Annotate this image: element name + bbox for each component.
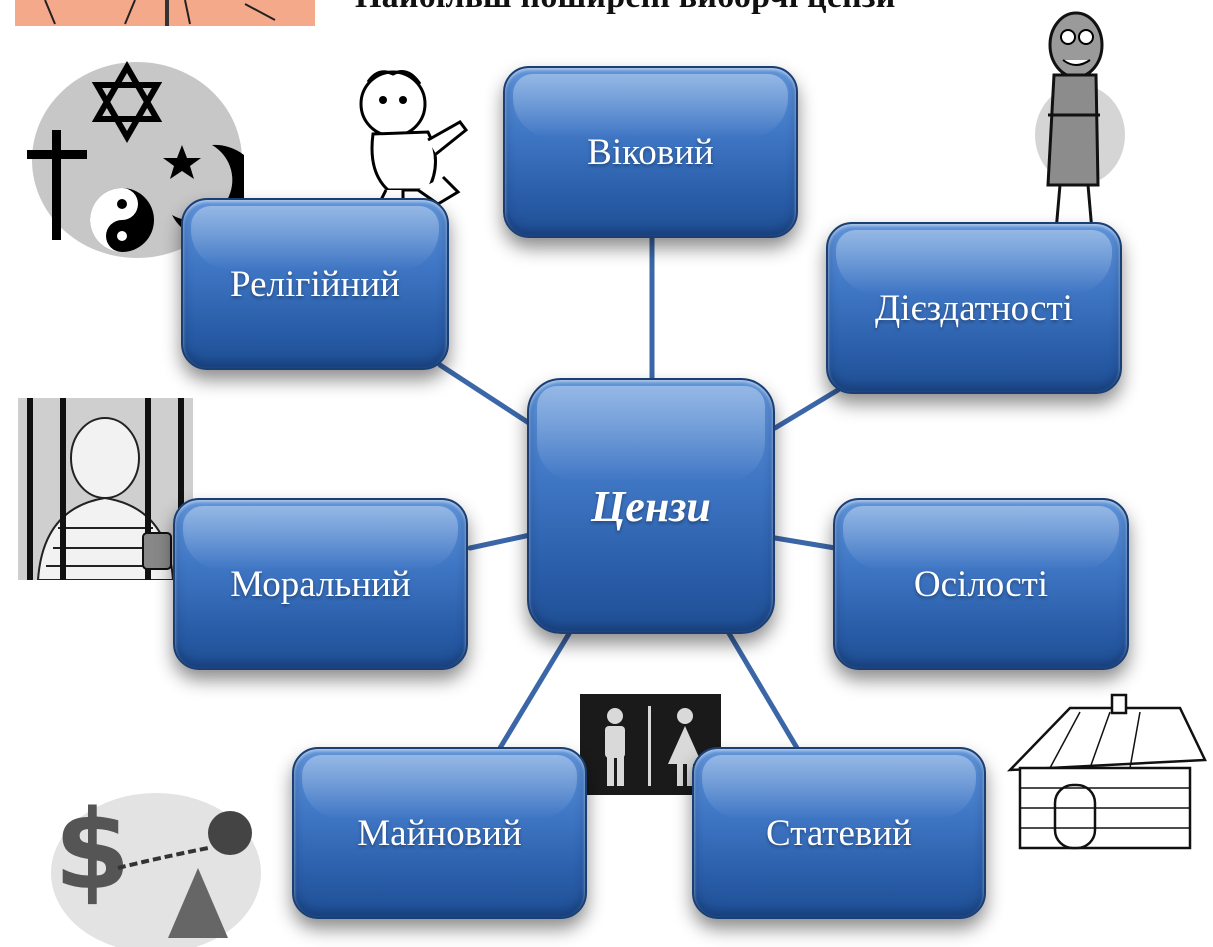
- link-gender: [724, 627, 800, 751]
- node-religious-label: Релігійний: [230, 263, 400, 305]
- link-residence: [772, 535, 838, 551]
- link-capacity: [772, 387, 841, 431]
- prisoner-icon: [18, 398, 193, 580]
- node-residence: Осілості: [833, 498, 1129, 670]
- log-house-icon: [1006, 693, 1207, 850]
- link-property: [497, 629, 573, 751]
- diagram-title: Найбільш поширені виборчі цензи: [355, 0, 896, 16]
- creature-icon: [1035, 11, 1125, 232]
- node-age-label: Віковий: [587, 131, 714, 173]
- node-gender: Статевий: [692, 747, 986, 919]
- node-religious: Релігійний: [181, 198, 449, 370]
- node-property-label: Майновий: [357, 812, 522, 854]
- node-center-label: Цензи: [591, 481, 711, 531]
- node-capacity: Дієздатності: [826, 222, 1122, 394]
- node-capacity-label: Дієздатності: [875, 287, 1073, 329]
- node-moral-label: Моральний: [230, 563, 411, 605]
- money-shackle-icon: $: [51, 786, 261, 947]
- node-center: Цензи: [527, 378, 775, 634]
- cartoon-top-left-strip: [15, 0, 315, 26]
- svg-text:$: $: [54, 786, 131, 914]
- node-residence-label: Осілості: [913, 563, 1049, 605]
- thinking-boy-icon: [359, 70, 469, 208]
- node-gender-label: Статевий: [766, 812, 912, 854]
- node-age: Віковий: [503, 66, 798, 238]
- link-religious: [437, 362, 535, 428]
- node-property: Майновий: [292, 747, 587, 919]
- link-moral: [467, 532, 533, 551]
- node-moral: Моральний: [173, 498, 468, 670]
